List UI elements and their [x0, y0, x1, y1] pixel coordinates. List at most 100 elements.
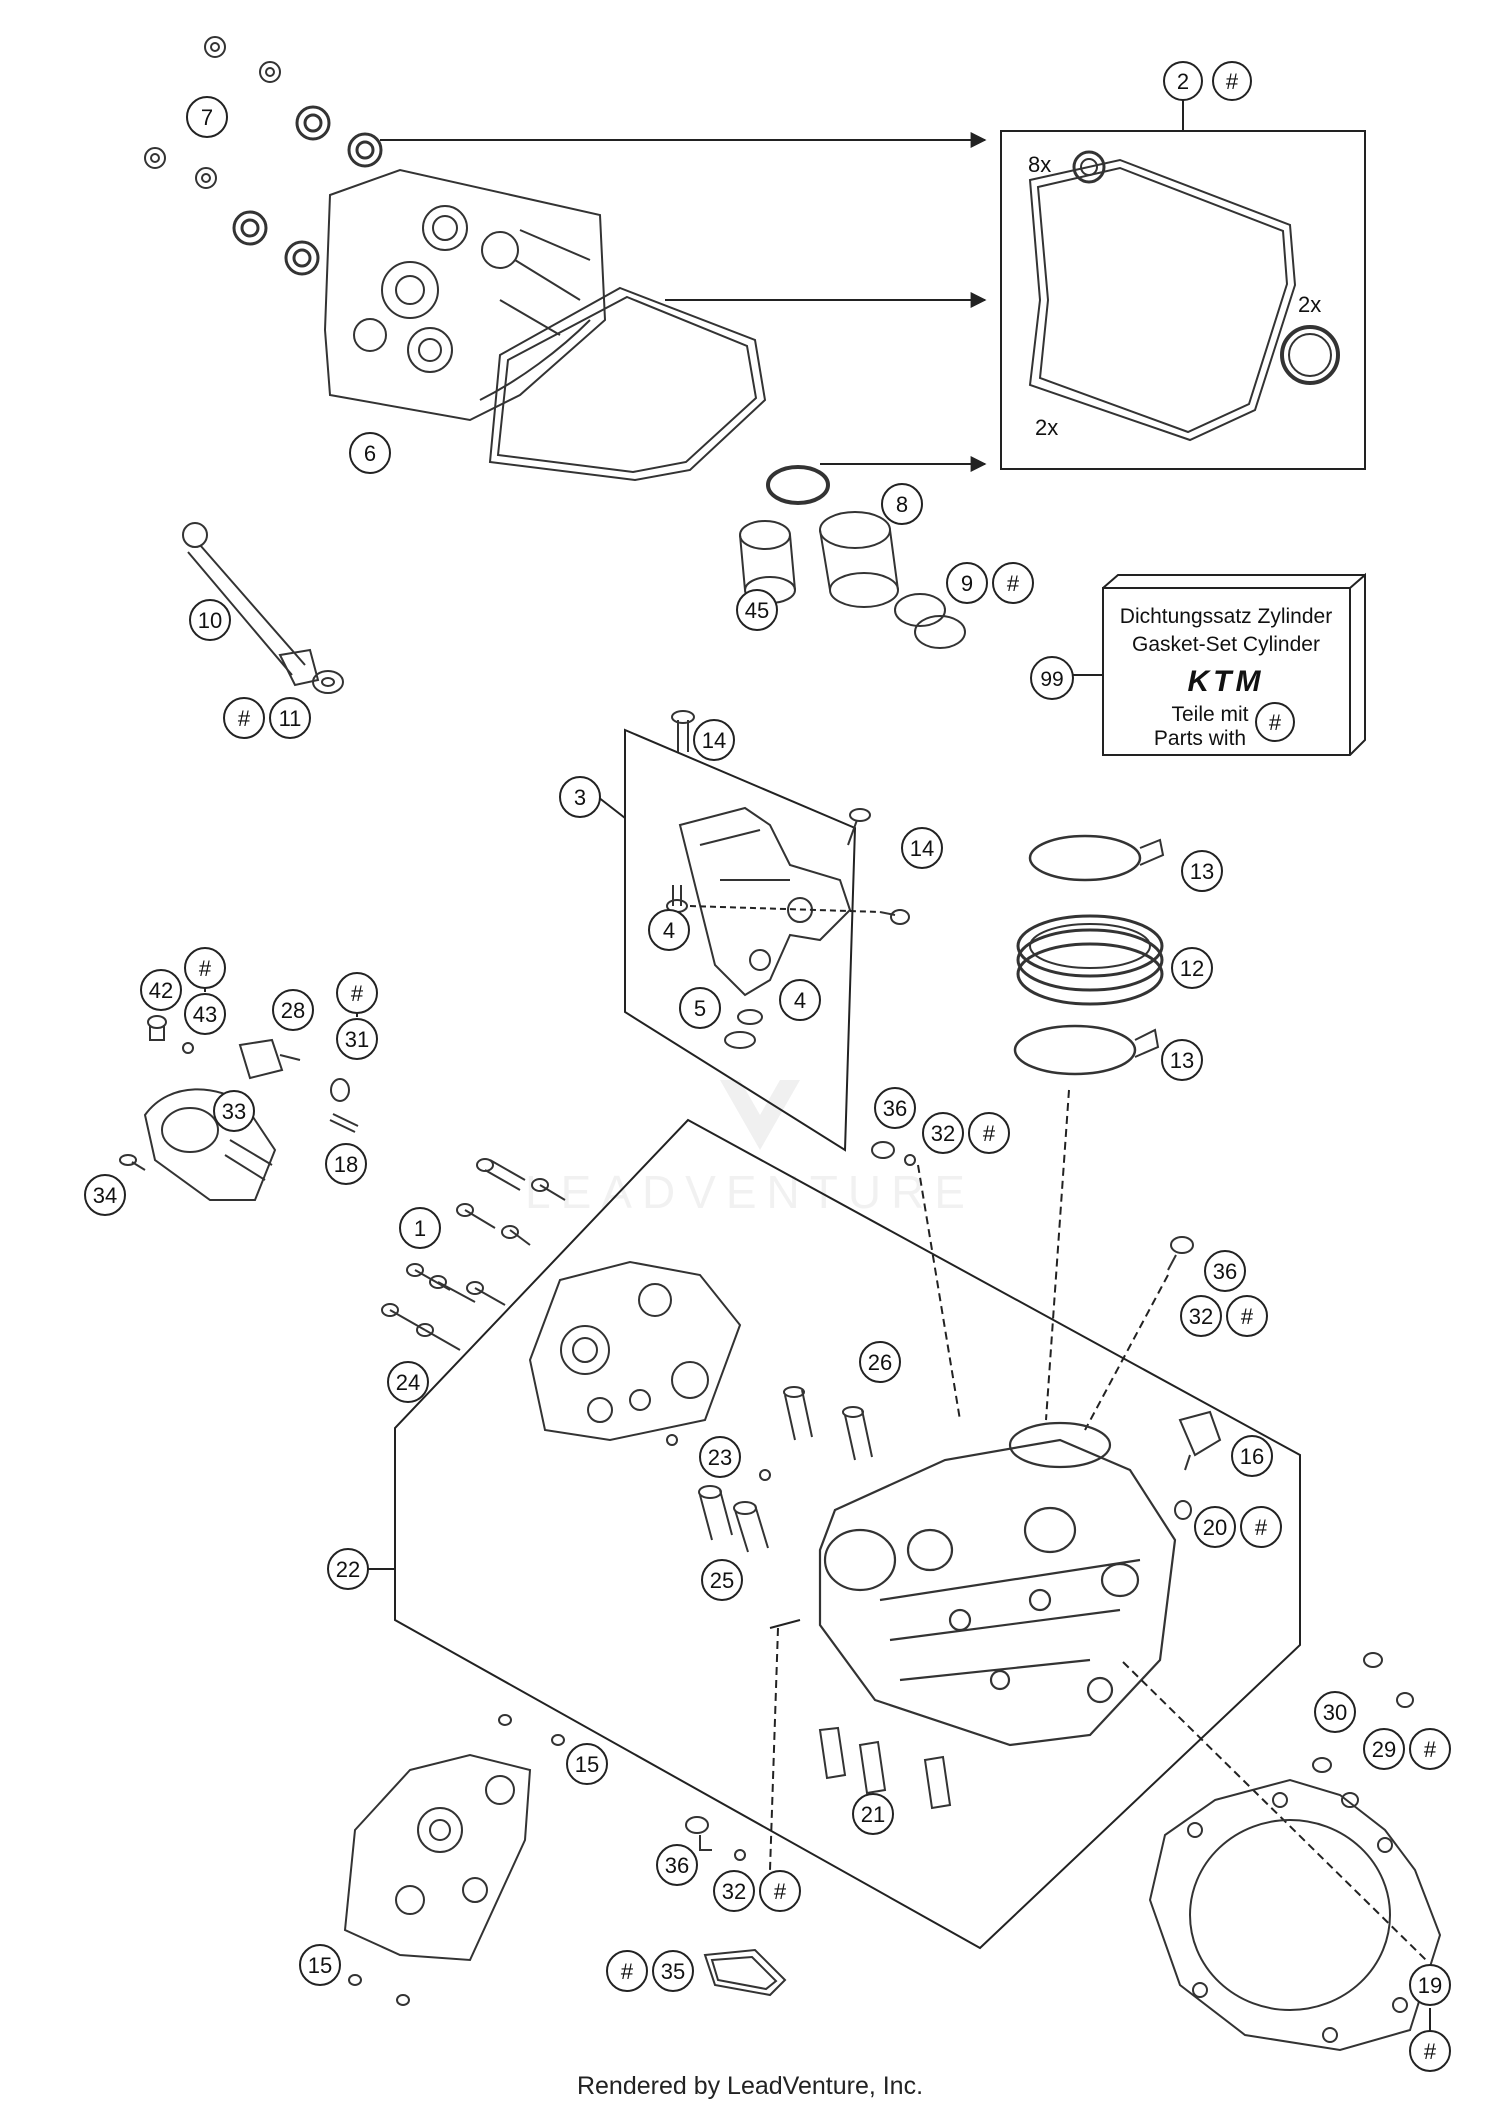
callout-14[interactable]: 14	[693, 719, 735, 761]
callout-32-marker[interactable]: #	[968, 1112, 1010, 1154]
seal-ring-43[interactable]	[182, 1042, 194, 1054]
temperature-sensor-16[interactable]	[1178, 1410, 1222, 1471]
callout-15[interactable]: 15	[566, 1743, 608, 1785]
callout-21[interactable]: 21	[852, 1793, 894, 1835]
callout-18[interactable]: 18	[325, 1143, 367, 1185]
camshaft-bearing-bridge-23[interactable]	[528, 1260, 742, 1442]
callout-30[interactable]: 30	[1314, 1691, 1356, 1733]
seal-ring-31[interactable]	[330, 1078, 350, 1102]
guide-sleeves-25[interactable]	[698, 1485, 769, 1553]
seal-ring-20[interactable]	[1174, 1500, 1192, 1520]
cylinder-head[interactable]	[818, 1421, 1177, 1747]
callout-25[interactable]: 25	[701, 1559, 743, 1601]
callout-9-marker[interactable]: #	[992, 562, 1034, 604]
callout-12[interactable]: 12	[1171, 947, 1213, 989]
dowel-pin-small[interactable]	[666, 1434, 771, 1481]
callout-36[interactable]: 36	[874, 1087, 916, 1129]
washer-11[interactable]	[312, 670, 344, 694]
callout-19-marker[interactable]: #	[1409, 2030, 1451, 2072]
o-rings-9[interactable]	[894, 593, 966, 649]
callout-11-marker[interactable]: #	[223, 697, 265, 739]
spark-plug-seals[interactable]	[232, 105, 383, 276]
callout-1[interactable]: 1	[399, 1207, 441, 1249]
valve-cover-gasket[interactable]	[488, 286, 767, 482]
camshaft-bearing-bridge-lower[interactable]	[343, 1753, 532, 1962]
callout-32[interactable]: 32	[713, 1870, 755, 1912]
gasket-35[interactable]	[703, 1948, 787, 1997]
callout-45[interactable]: 45	[736, 589, 778, 631]
callout-6[interactable]: 6	[349, 432, 391, 474]
bolts-1[interactable]	[406, 1158, 566, 1306]
screw-set-7[interactable]	[144, 36, 281, 189]
callout-33[interactable]: 33	[213, 1090, 255, 1132]
valve-cover[interactable]	[323, 168, 607, 422]
callout-22[interactable]: 22	[327, 1548, 369, 1590]
callout-11[interactable]: 11	[269, 697, 311, 739]
piston-rings-12[interactable]	[1016, 914, 1164, 1006]
callout-16[interactable]: 16	[1231, 1435, 1273, 1477]
water-pump-cover-33[interactable]	[143, 1088, 277, 1201]
temperature-sensor-28[interactable]	[238, 1038, 301, 1080]
dowel-pins-21[interactable]	[818, 1726, 952, 1810]
nipple-18[interactable]	[329, 1113, 359, 1133]
bolt-14-right[interactable]	[847, 808, 871, 846]
callout-43[interactable]: 43	[184, 993, 226, 1035]
callout-5[interactable]: 5	[679, 987, 721, 1029]
plug-screw-36-top[interactable]	[871, 1141, 916, 1166]
callout-13[interactable]: 13	[1181, 850, 1223, 892]
callout-4[interactable]: 4	[648, 909, 690, 951]
callout-35[interactable]: 35	[652, 1950, 694, 1992]
screw-34[interactable]	[119, 1154, 146, 1171]
plug-screw-36-bottom[interactable]	[685, 1816, 746, 1861]
callout-24[interactable]: 24	[387, 1361, 429, 1403]
callout-29-marker[interactable]: #	[1409, 1728, 1451, 1770]
callout-4[interactable]: 4	[779, 979, 821, 1021]
dowel-15[interactable]	[348, 1714, 565, 2006]
hose-clamp-13-bottom[interactable]	[1013, 1024, 1160, 1076]
callout-10[interactable]: 10	[189, 599, 231, 641]
callout-8[interactable]: 8	[881, 483, 923, 525]
callout-35-marker[interactable]: #	[606, 1950, 648, 1992]
callout-31[interactable]: 31	[336, 1018, 378, 1060]
callout-3[interactable]: 3	[559, 776, 601, 818]
callout-31-marker[interactable]: #	[336, 972, 378, 1014]
tube-seal-ring[interactable]	[766, 465, 830, 505]
callout-32[interactable]: 32	[1180, 1295, 1222, 1337]
callout-20-marker[interactable]: #	[1240, 1506, 1282, 1548]
plug-screw-36-right[interactable]	[1167, 1236, 1194, 1271]
callout-32-marker[interactable]: #	[759, 1870, 801, 1912]
hose-clamp-13-top[interactable]	[1028, 834, 1165, 882]
callout-43-marker[interactable]: #	[184, 947, 226, 989]
chain-guide[interactable]	[678, 806, 852, 997]
cylinder-head-gasket-19[interactable]	[1148, 1778, 1442, 2052]
bolt-14-top[interactable]	[671, 710, 695, 752]
bolts-24[interactable]	[381, 1303, 461, 1351]
callout-23[interactable]: 23	[699, 1436, 741, 1478]
callout-28[interactable]: 28	[272, 989, 314, 1031]
callout-14[interactable]: 14	[901, 827, 943, 869]
pin-4-right[interactable]	[879, 909, 910, 925]
spark-plug-tube-45[interactable]	[739, 520, 796, 604]
pin-4-left[interactable]	[666, 885, 688, 913]
plug-42[interactable]	[147, 1015, 167, 1041]
callout-20[interactable]: 20	[1194, 1506, 1236, 1548]
callout-26[interactable]: 26	[859, 1341, 901, 1383]
callout-2[interactable]: 2 #	[1163, 61, 1252, 101]
callout-99[interactable]: 99	[1030, 656, 1074, 700]
spark-plug-tube-8[interactable]	[819, 511, 899, 608]
oil-line-bolt-10[interactable]	[182, 522, 320, 687]
callout-9[interactable]: 9	[946, 562, 988, 604]
callout-32-marker[interactable]: #	[1226, 1295, 1268, 1337]
callout-29[interactable]: 29	[1363, 1728, 1405, 1770]
guide-sleeves-26[interactable]	[783, 1386, 873, 1461]
callout-42[interactable]: 42	[140, 969, 182, 1011]
callout-34[interactable]: 34	[84, 1174, 126, 1216]
seal-ring-29[interactable]	[1341, 1692, 1414, 1808]
callout-32[interactable]: 32	[922, 1112, 964, 1154]
callout-7[interactable]: 7	[186, 96, 228, 138]
callout-15[interactable]: 15	[299, 1944, 341, 1986]
callout-19[interactable]: 19	[1409, 1964, 1451, 2006]
callout-36[interactable]: 36	[656, 1844, 698, 1886]
seal-5[interactable]	[724, 1009, 763, 1049]
plug-30[interactable]	[1312, 1652, 1383, 1773]
